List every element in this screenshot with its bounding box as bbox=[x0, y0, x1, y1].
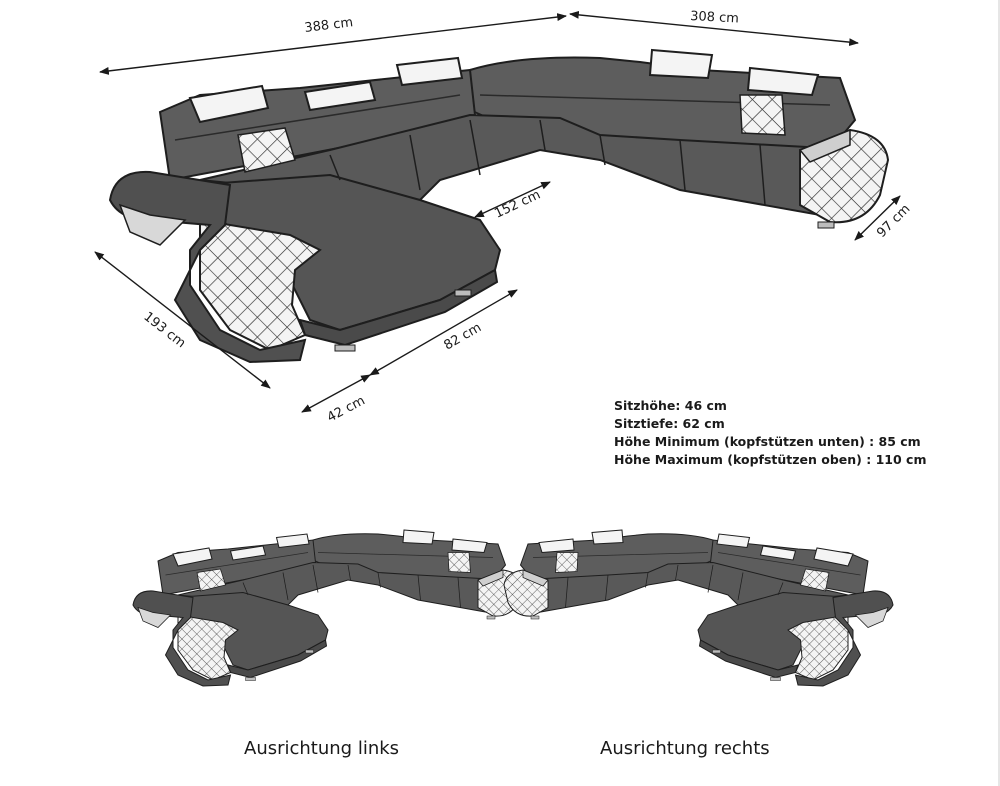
sofa-thumbnail-right bbox=[503, 529, 894, 687]
dim-label-308: 308 cm bbox=[690, 9, 739, 27]
dim-line-308 bbox=[569, 10, 859, 47]
spec-seat-height: Sitzhöhe: 46 cm bbox=[614, 398, 727, 413]
dim-label-193: 193 cm bbox=[141, 309, 189, 351]
spec-list: Sitzhöhe: 46 cm Sitztiefe: 62 cm Höhe Mi… bbox=[614, 397, 926, 469]
dim-label-82: 82 cm bbox=[442, 320, 485, 353]
dim-line-82 bbox=[369, 289, 518, 376]
page-edge-divider bbox=[998, 0, 1000, 786]
spec-height-max: Höhe Maximum (kopfstützen oben) : 110 cm bbox=[614, 452, 927, 467]
sofa-thumbnail-left bbox=[132, 529, 523, 687]
dim-label-97: 97 cm bbox=[874, 202, 913, 241]
dim-line-152 bbox=[474, 181, 551, 218]
caption-right-orientation: Ausrichtung rechts bbox=[600, 738, 770, 759]
dim-label-42: 42 cm bbox=[325, 393, 368, 425]
dim-line-42 bbox=[301, 374, 371, 413]
dim-line-97 bbox=[854, 195, 901, 241]
spec-height-min: Höhe Minimum (kopfstützen unten) : 85 cm bbox=[614, 434, 921, 449]
spec-seat-depth: Sitztiefe: 62 cm bbox=[614, 416, 725, 431]
caption-left-orientation: Ausrichtung links bbox=[244, 738, 400, 759]
dim-label-388: 388 cm bbox=[304, 15, 354, 36]
dim-label-152: 152 cm bbox=[492, 187, 543, 221]
dim-line-193 bbox=[94, 251, 271, 389]
dimension-lines bbox=[94, 10, 901, 413]
dim-line-388 bbox=[99, 13, 567, 75]
